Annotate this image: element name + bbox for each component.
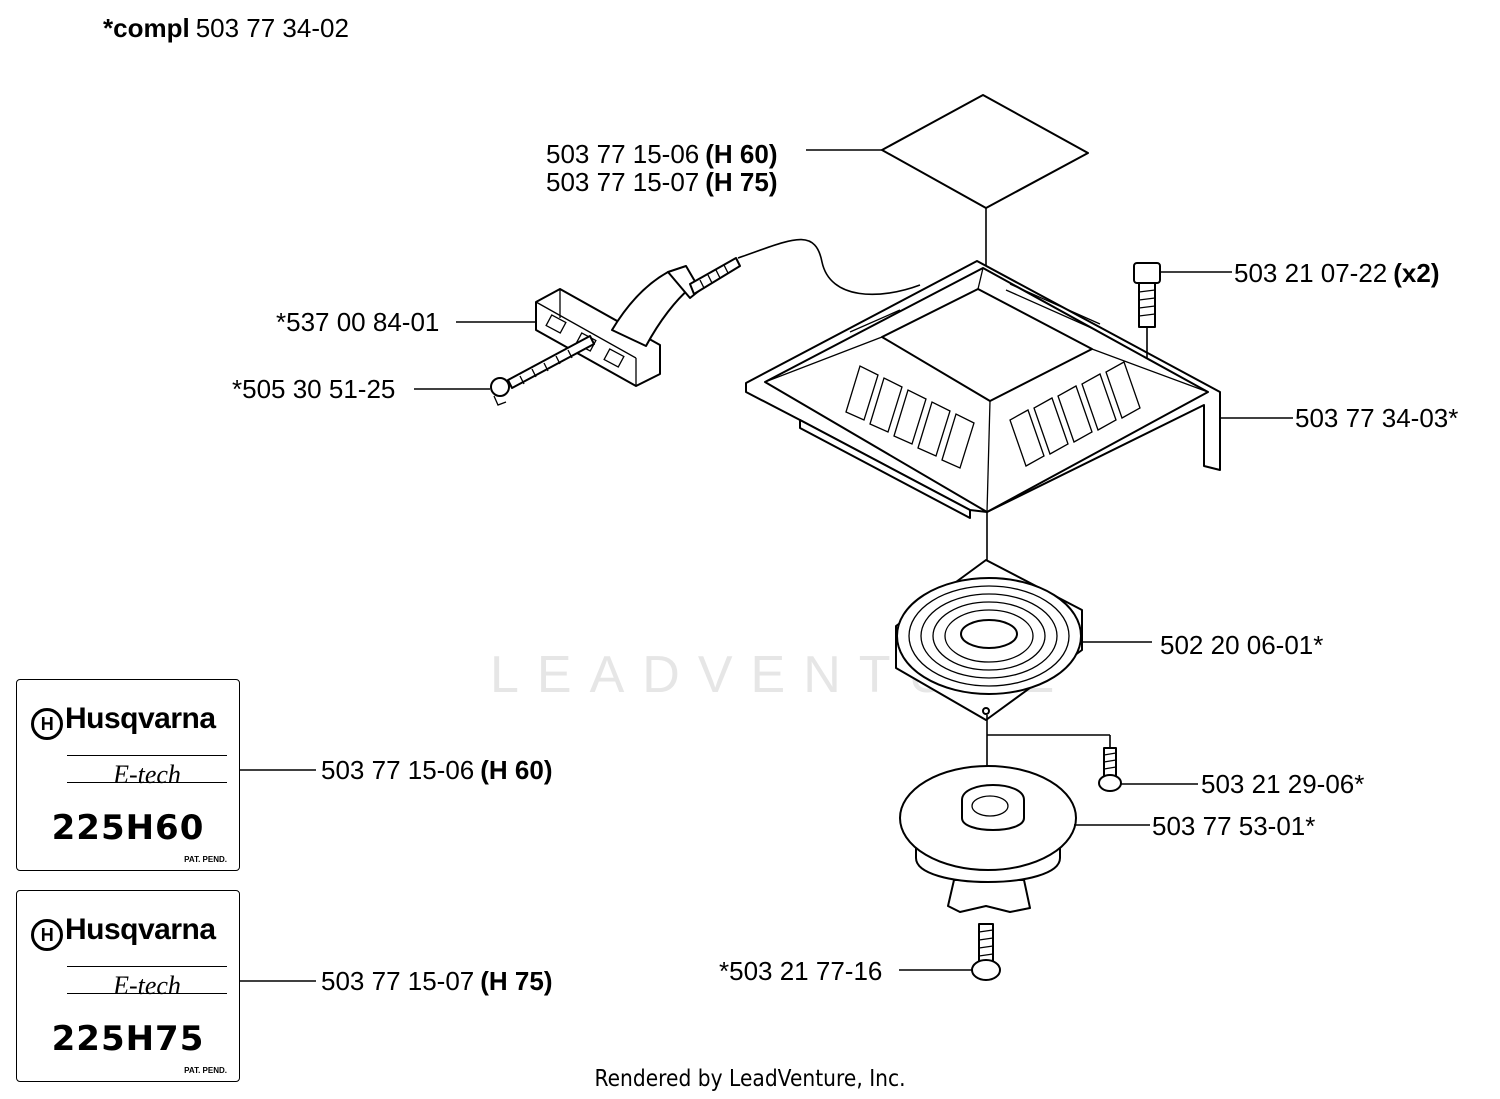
- label-screw-mid: 503 21 29-06*: [1201, 769, 1364, 799]
- label-decal-top-1: 503 77 15-06(H 60): [546, 139, 778, 169]
- label-decal-h60: 503 77 15-06(H 60): [321, 755, 553, 785]
- decal-pat: PAT. PEND.: [184, 855, 227, 864]
- decal-model: 225H60: [51, 808, 205, 848]
- label-spring: 502 20 06-01*: [1160, 630, 1323, 660]
- decal-rule: [67, 755, 227, 756]
- starter-housing-part: [745, 260, 1293, 640]
- label-handle: *537 00 84-01: [276, 307, 439, 337]
- pulley-part: [899, 765, 1150, 913]
- decal-pat: PAT. PEND.: [184, 1066, 227, 1075]
- rope-part: [414, 335, 595, 406]
- label-screw-bottom: *503 21 77-16: [719, 956, 882, 986]
- screw-mid-part: [1098, 747, 1198, 792]
- decal-rule: [67, 782, 227, 783]
- screw-bottom-part: [899, 923, 1001, 981]
- starter-handle-part: [456, 238, 921, 387]
- label-housing: 503 77 34-03*: [1295, 403, 1458, 433]
- decal-tech: E-tech: [113, 971, 181, 1000]
- footer-credit: Rendered by LeadVenture, Inc.: [594, 1066, 906, 1092]
- recoil-spring-part: [895, 559, 1152, 795]
- decal-rule: [67, 993, 227, 994]
- screw-top-part: [1133, 262, 1232, 358]
- label-decal-top-2: 503 77 15-07(H 75): [546, 167, 778, 197]
- crown-logo-icon: H: [31, 708, 63, 740]
- decal-model: 225H75: [51, 1019, 205, 1059]
- crown-logo-icon: H: [31, 919, 63, 951]
- decal-rule: [67, 966, 227, 967]
- label-pulley: 503 77 53-01*: [1152, 811, 1315, 841]
- label-screw-top: 503 21 07-22(x2): [1234, 258, 1440, 288]
- decal-tech: E-tech: [113, 760, 181, 789]
- header-number: 503 77 34-02: [196, 13, 349, 43]
- header-prefix: *compl: [103, 13, 190, 43]
- label-decal-h75: 503 77 15-07(H 75): [321, 966, 553, 996]
- label-rope: *505 30 51-25: [232, 374, 395, 404]
